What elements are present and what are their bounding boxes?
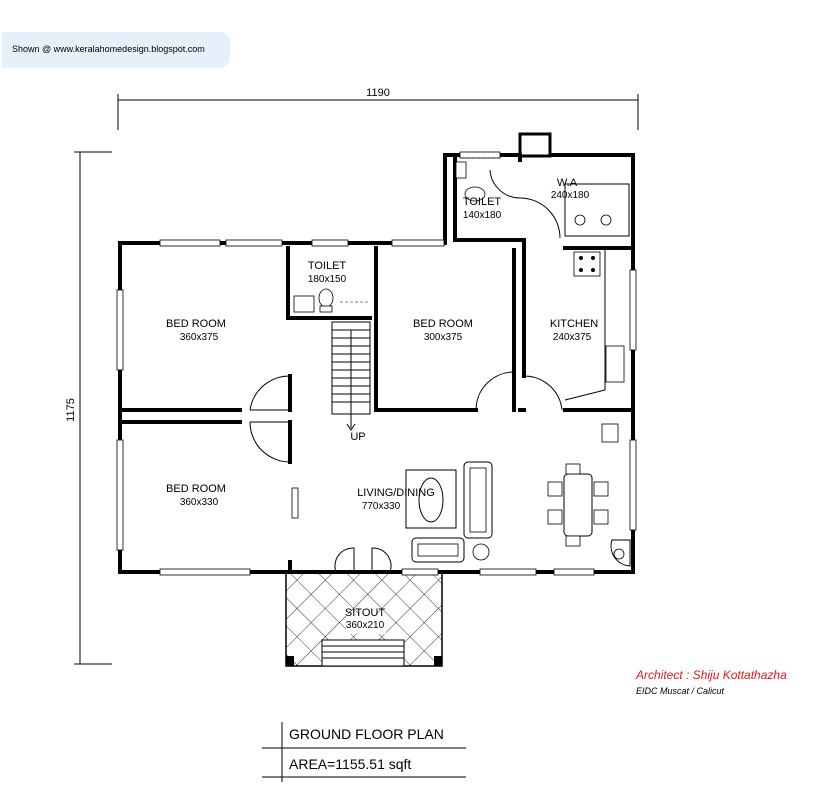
plan-area: AREA=1155.51 sqft [289,756,412,772]
plan-title: GROUND FLOOR PLAN [289,726,444,742]
stair-up-label: UP [350,431,365,443]
firm-credit: EIDC Muscat / Calicut [636,686,725,696]
svg-text:360x210: 360x210 [346,620,385,631]
dimension-width: 1190 [117,87,639,130]
windows [116,151,637,576]
architect-credit: Architect : Shiju Kottathazha [636,668,787,682]
room-toilet-2: TOILET 140x180 [463,196,502,221]
svg-text:TOILET: TOILET [308,260,347,272]
living-dining-furniture [291,461,609,563]
stair: UP [331,321,371,443]
kitchen-fixtures [564,183,631,567]
title-block-lines [262,722,466,782]
room-sitout: SITOUT 360x210 [345,607,385,631]
room-toilet-1: TOILET 180x150 [308,260,347,285]
dimension-height: 1175 [65,151,112,665]
room-kitchen: KITCHEN 240x375 [550,318,598,343]
height-label: 1175 [65,398,77,422]
room-wa: W.A 240x180 [551,177,590,201]
svg-text:770x330: 770x330 [362,501,401,512]
svg-text:KITCHEN: KITCHEN [550,318,598,330]
svg-text:360x330: 360x330 [180,497,219,508]
svg-text:SITOUT: SITOUT [345,607,385,619]
doors [249,169,563,573]
sitout-area [285,571,443,667]
svg-text:240x375: 240x375 [553,332,592,343]
toilet-fixtures [293,157,500,313]
room-bed-room-2: BED ROOM 360x330 [166,483,226,508]
source-badge [2,32,230,68]
svg-text:300x375: 300x375 [424,332,463,343]
room-bed-room-1: BED ROOM 360x375 [166,318,226,343]
svg-text:BED ROOM: BED ROOM [166,483,226,495]
svg-text:LIVING/DINING: LIVING/DINING [357,487,435,499]
svg-text:180x150: 180x150 [308,274,347,285]
svg-text:360x375: 360x375 [180,332,219,343]
room-bed-room-3: BED ROOM 300x375 [413,318,473,343]
svg-text:BED ROOM: BED ROOM [166,318,226,330]
room-living-dining: LIVING/DINING 770x330 [357,487,435,512]
svg-text:240x180: 240x180 [551,190,590,201]
svg-text:TOILET: TOILET [463,196,502,208]
source-text: Shown @ www.keralahomedesign.blogspot.co… [12,44,205,54]
svg-text:BED ROOM: BED ROOM [413,318,473,330]
width-label: 1190 [366,87,390,99]
svg-text:140x180: 140x180 [463,210,502,221]
svg-text:W.A: W.A [557,177,578,189]
